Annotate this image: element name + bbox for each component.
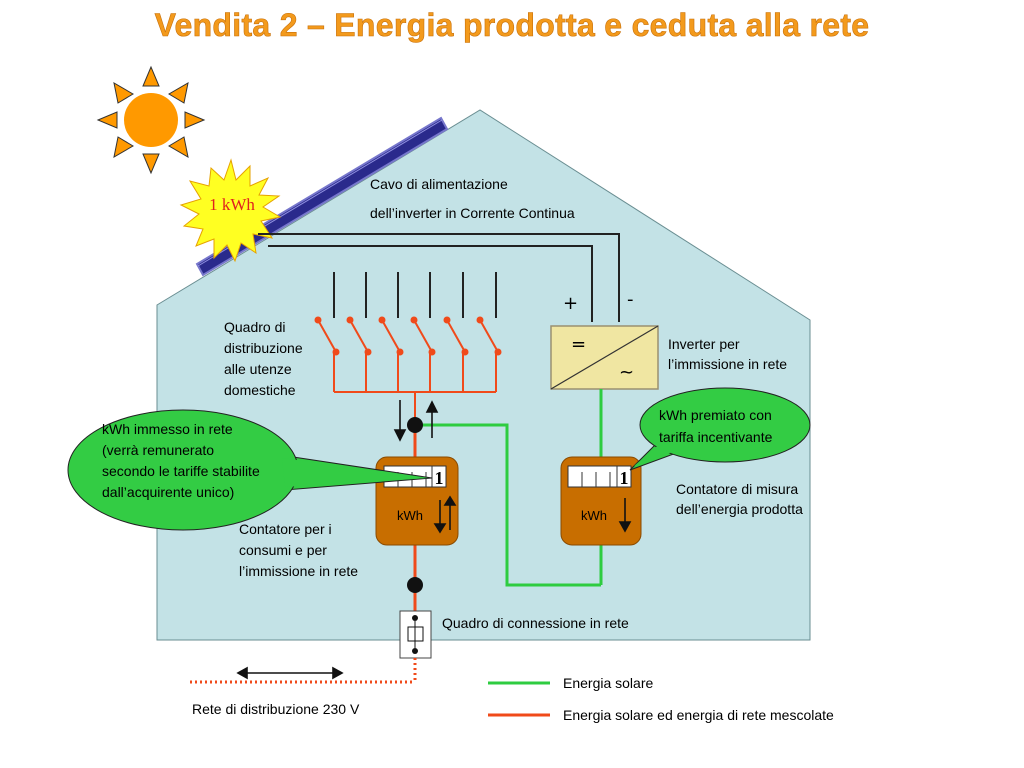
consumption-meter [375,456,459,546]
distribution-board [317,272,499,425]
switch-contacts [314,316,502,356]
page-title: Vendita 2 – Energia prodotta e ceduta al… [155,7,870,43]
junction-dot-lower [407,577,423,593]
inverter-icon [550,325,659,390]
inverter-dc-symbol: = [571,334,586,355]
junction-dot-upper [407,417,423,433]
connection-box [399,610,432,659]
sun-icon [96,65,206,175]
legend-label-solar: Energia solare [563,675,653,691]
minus-sign: - [627,289,634,310]
inverter-label-line1: Inverter per [668,336,740,352]
grid-label: Rete di distribuzione 230 V [192,701,360,717]
connection-label: Quadro di connessione in rete [442,615,629,631]
flow-arrows-upper [393,400,439,442]
inverter-label-line2: l’immissione in rete [668,356,787,372]
dc-cable [258,233,620,322]
legend-label-mixed: Energia solare ed energia di rete mescol… [563,707,834,723]
callout-left [67,409,433,531]
solar-energy-line [415,389,603,587]
cable-label-line1: Cavo di alimentazione [370,176,508,192]
callout-right-text: kWh premiato con tariffa incentivante [659,407,776,445]
callout-left-text: kWh immesso in rete (verrà remunerato se… [102,421,264,500]
meter-right-unit: kWh [581,508,607,523]
star-label: 1 kWh [209,195,255,214]
meter-left-unit: kWh [397,508,423,523]
inverter-ac-symbol: ~ [619,362,634,383]
callout-right [629,387,811,471]
grid-line [190,658,417,684]
meter-left-label: Contatore per i consumi e per l’immissio… [239,521,358,579]
meter-right-label: Contatore di misura dell’energia prodott… [676,481,803,517]
distribution-label: Quadro di distribuzione alle utenze dome… [224,319,307,398]
plus-sign: + [563,293,578,314]
meter-right-reading: 1 [620,468,629,488]
meter-left-reading: 1 [435,468,444,488]
energy-star-icon [179,158,282,263]
house-outline [156,109,811,641]
cable-label-line2: dell’inverter in Corrente Continua [370,205,575,221]
production-meter [560,456,642,546]
grid-double-arrow [236,666,344,680]
legend: Energia solare Energia solare ed energia… [488,675,834,723]
